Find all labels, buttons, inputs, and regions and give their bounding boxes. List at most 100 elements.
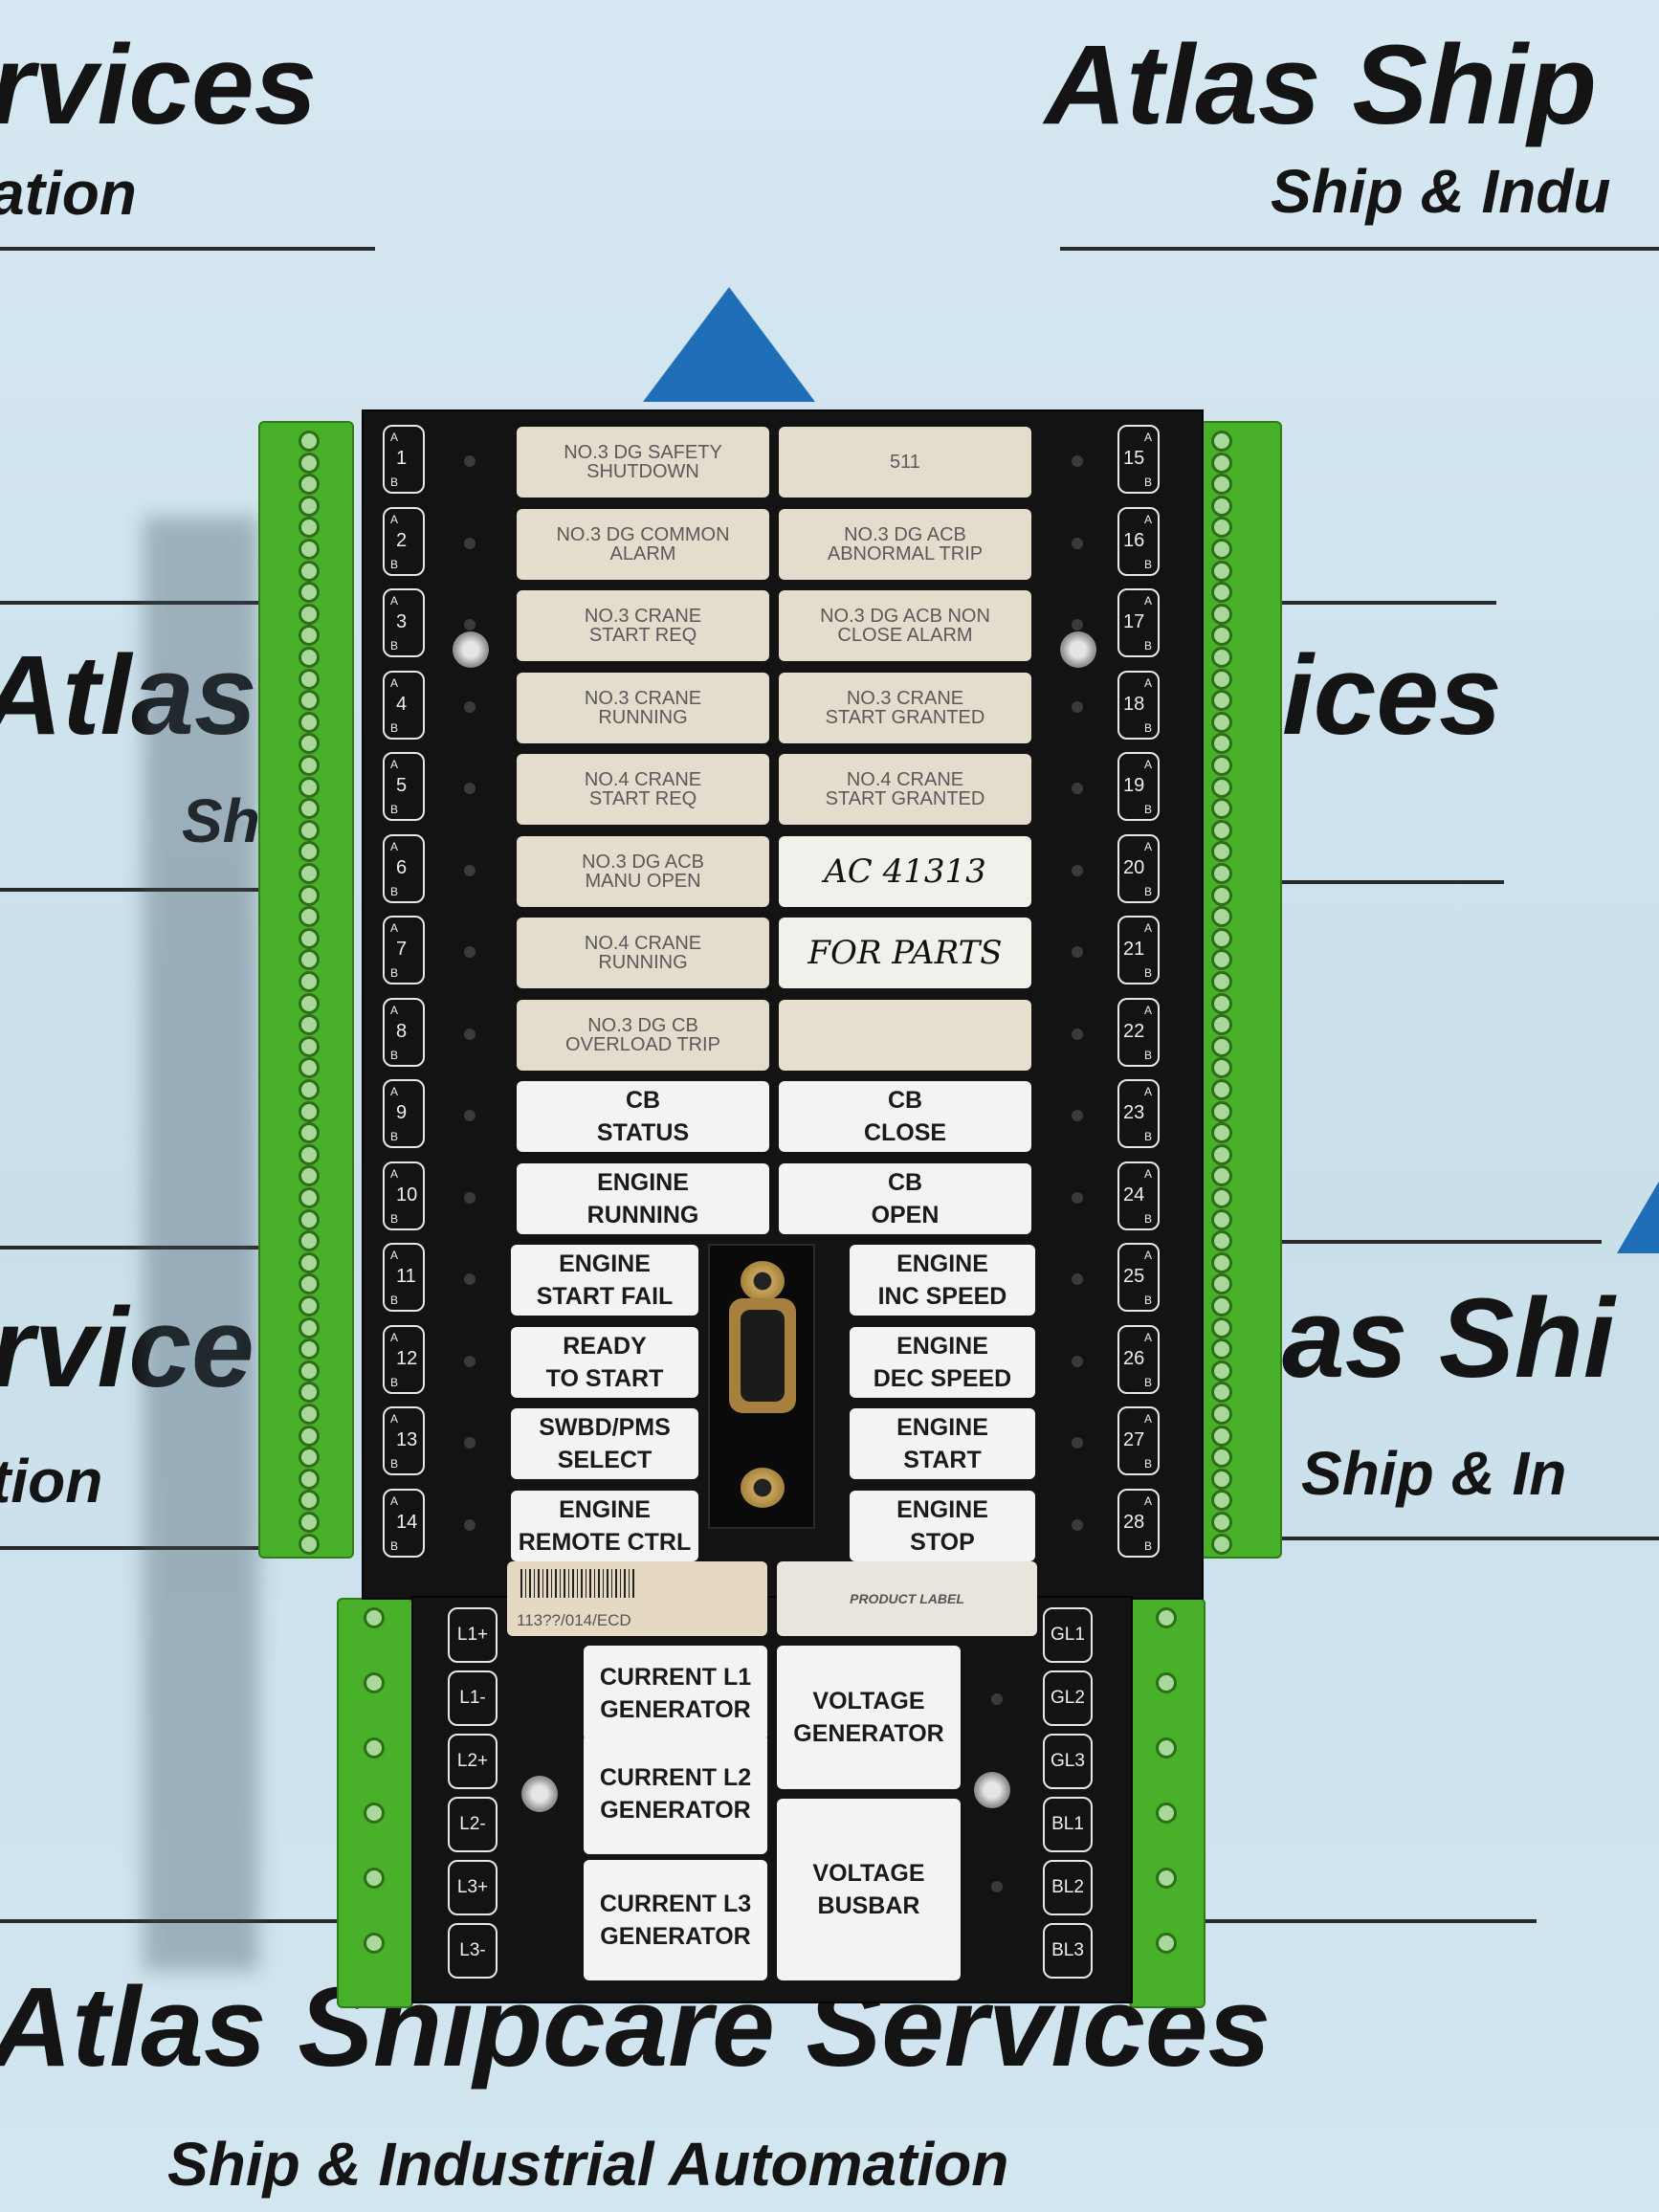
terminal-screw[interactable] [299, 1035, 320, 1057]
terminal-screw[interactable] [299, 884, 320, 906]
terminal-screw[interactable] [299, 1208, 320, 1230]
terminal-screw[interactable] [1211, 452, 1232, 474]
terminal-screw[interactable] [1211, 1230, 1232, 1252]
terminal-screw[interactable] [364, 1933, 385, 1954]
terminal-screw[interactable] [1211, 819, 1232, 841]
terminal-screw[interactable] [299, 1122, 320, 1144]
terminal-screw[interactable] [299, 668, 320, 690]
terminal-screw[interactable] [299, 992, 320, 1014]
terminal-screw[interactable] [299, 1079, 320, 1100]
terminal-screw[interactable] [1211, 1382, 1232, 1404]
terminal-screw[interactable] [299, 1187, 320, 1208]
terminal-screw[interactable] [1211, 1425, 1232, 1447]
terminal-screw[interactable] [1211, 603, 1232, 625]
terminal-screw[interactable] [1211, 539, 1232, 560]
terminal-screw[interactable] [299, 625, 320, 647]
terminal-screw[interactable] [299, 582, 320, 604]
terminal-screw[interactable] [299, 711, 320, 733]
terminal-screw[interactable] [299, 971, 320, 992]
terminal-screw[interactable] [299, 863, 320, 884]
terminal-screw[interactable] [364, 1607, 385, 1628]
terminal-screw[interactable] [1211, 1295, 1232, 1316]
terminal-screw[interactable] [299, 1165, 320, 1187]
terminal-screw[interactable] [299, 517, 320, 539]
terminal-screw[interactable] [1211, 1057, 1232, 1079]
terminal-screw[interactable] [1211, 668, 1232, 690]
terminal-screw[interactable] [1211, 1512, 1232, 1533]
terminal-screw[interactable] [364, 1672, 385, 1693]
terminal-screw[interactable] [299, 755, 320, 776]
terminal-screw[interactable] [1211, 431, 1232, 452]
terminal-screw[interactable] [299, 1338, 320, 1360]
terminal-screw[interactable] [299, 819, 320, 841]
terminal-screw[interactable] [1211, 582, 1232, 604]
terminal-screw[interactable] [1211, 1338, 1232, 1360]
terminal-screw[interactable] [1211, 690, 1232, 712]
terminal-screw[interactable] [299, 841, 320, 863]
terminal-screw[interactable] [1211, 711, 1232, 733]
terminal-screw[interactable] [1211, 906, 1232, 928]
terminal-screw[interactable] [299, 1251, 320, 1273]
terminal-screw[interactable] [299, 1490, 320, 1512]
terminal-screw[interactable] [299, 1143, 320, 1165]
terminal-screw[interactable] [299, 1382, 320, 1404]
terminal-screw[interactable] [299, 776, 320, 798]
terminal-screw[interactable] [364, 1868, 385, 1889]
terminal-screw[interactable] [1211, 1273, 1232, 1295]
terminal-screw[interactable] [299, 690, 320, 712]
terminal-screw[interactable] [1211, 884, 1232, 906]
terminal-screw[interactable] [1211, 1490, 1232, 1512]
terminal-screw[interactable] [299, 1100, 320, 1122]
terminal-screw[interactable] [299, 1404, 320, 1425]
terminal-screw[interactable] [299, 927, 320, 949]
terminal-screw[interactable] [1211, 1360, 1232, 1382]
terminal-screw[interactable] [299, 1425, 320, 1447]
terminal-screw[interactable] [1211, 776, 1232, 798]
terminal-screw[interactable] [1211, 1122, 1232, 1144]
terminal-screw[interactable] [1211, 1208, 1232, 1230]
terminal-screw[interactable] [299, 1533, 320, 1555]
terminal-screw[interactable] [1211, 1100, 1232, 1122]
terminal-screw[interactable] [1156, 1868, 1177, 1889]
terminal-screw[interactable] [1211, 495, 1232, 517]
terminal-screw[interactable] [299, 1273, 320, 1295]
terminal-screw[interactable] [299, 474, 320, 496]
terminal-screw[interactable] [1211, 560, 1232, 582]
terminal-screw[interactable] [1211, 1533, 1232, 1555]
dsub-connector[interactable] [708, 1244, 815, 1529]
terminal-screw[interactable] [1211, 1079, 1232, 1100]
terminal-screw[interactable] [299, 1512, 320, 1533]
terminal-screw[interactable] [299, 733, 320, 755]
terminal-screw[interactable] [299, 452, 320, 474]
terminal-screw[interactable] [1156, 1933, 1177, 1954]
terminal-screw[interactable] [299, 1360, 320, 1382]
terminal-screw[interactable] [299, 603, 320, 625]
terminal-screw[interactable] [299, 1316, 320, 1338]
terminal-screw[interactable] [1211, 1468, 1232, 1490]
terminal-screw[interactable] [1211, 949, 1232, 971]
terminal-screw[interactable] [299, 1230, 320, 1252]
terminal-screw[interactable] [1211, 798, 1232, 820]
terminal-screw[interactable] [1211, 1014, 1232, 1036]
terminal-screw[interactable] [1211, 927, 1232, 949]
terminal-screw[interactable] [1211, 992, 1232, 1014]
terminal-screw[interactable] [1211, 517, 1232, 539]
terminal-screw[interactable] [1211, 647, 1232, 668]
terminal-screw[interactable] [299, 798, 320, 820]
terminal-screw[interactable] [299, 949, 320, 971]
terminal-screw[interactable] [299, 647, 320, 668]
terminal-screw[interactable] [1211, 971, 1232, 992]
terminal-screw[interactable] [1211, 1143, 1232, 1165]
terminal-screw[interactable] [299, 495, 320, 517]
terminal-screw[interactable] [364, 1737, 385, 1759]
terminal-screw[interactable] [1211, 1447, 1232, 1469]
terminal-screw[interactable] [299, 560, 320, 582]
terminal-screw[interactable] [1211, 733, 1232, 755]
terminal-screw[interactable] [1156, 1803, 1177, 1824]
terminal-screw[interactable] [299, 1468, 320, 1490]
terminal-screw[interactable] [299, 1014, 320, 1036]
terminal-screw[interactable] [1156, 1607, 1177, 1628]
terminal-screw[interactable] [1211, 1404, 1232, 1425]
terminal-screw[interactable] [299, 1057, 320, 1079]
terminal-screw[interactable] [299, 539, 320, 560]
